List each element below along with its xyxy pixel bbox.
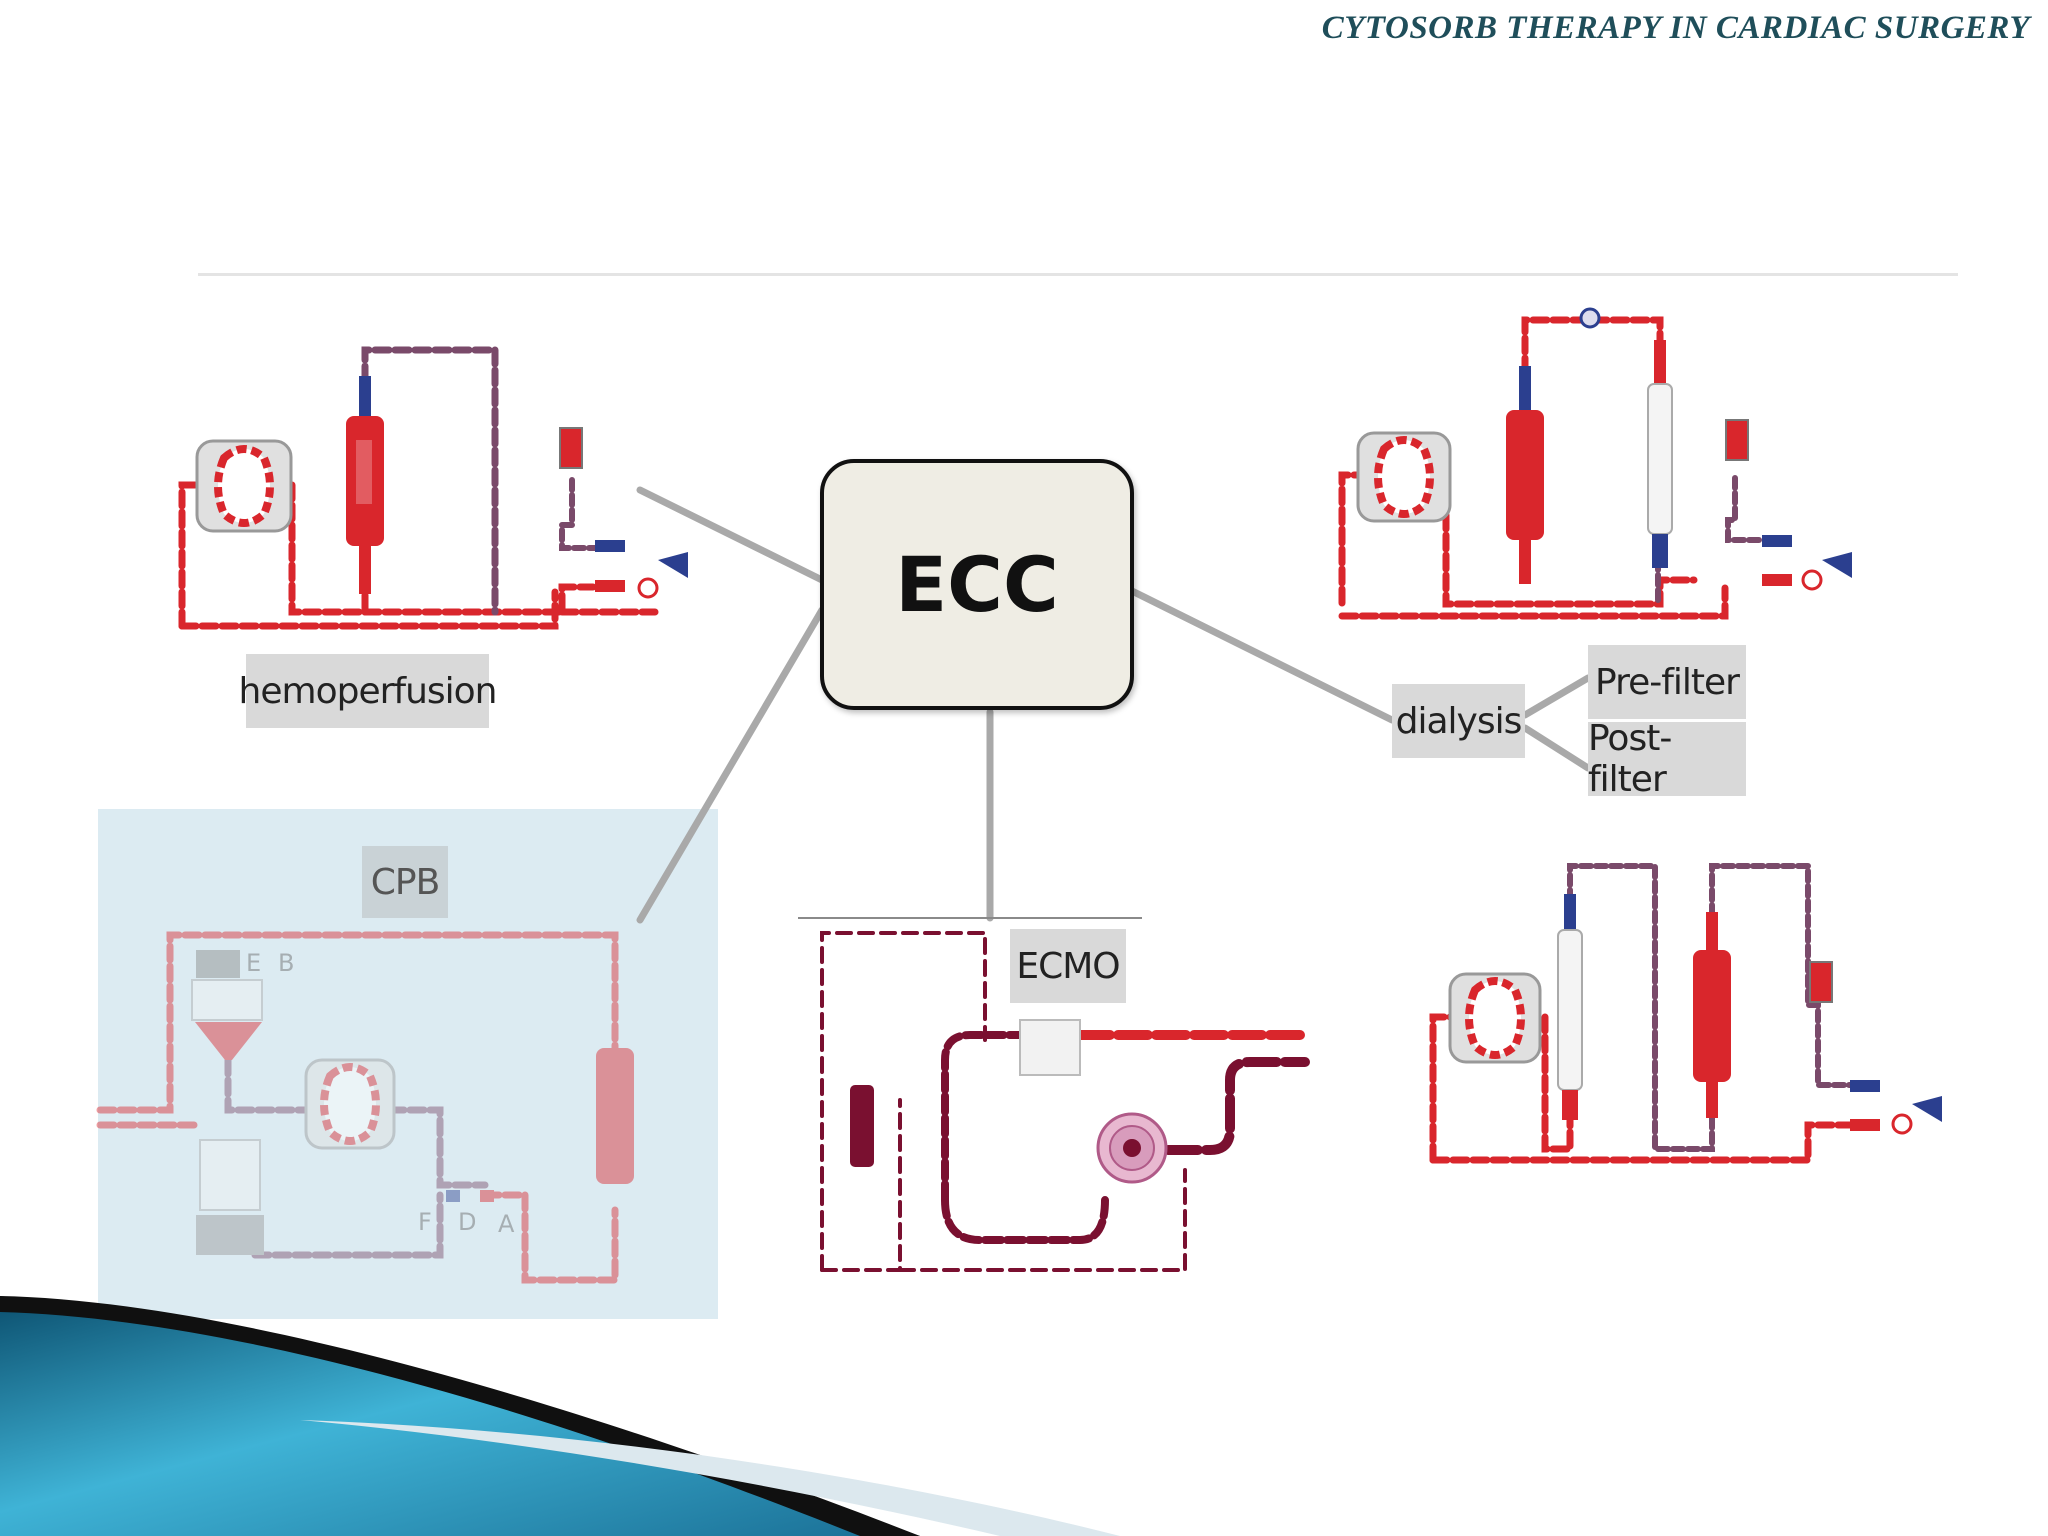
- centrifugal-pump-icon: [1096, 1112, 1168, 1184]
- oxygenator-icon: [1019, 1019, 1081, 1076]
- oxygenator-icon: [196, 1139, 264, 1255]
- connector-prefilter: [1521, 674, 1592, 719]
- blood-bag-icon: [1725, 419, 1749, 461]
- roller-pump-icon: [1356, 431, 1452, 523]
- hemofilter-icon: [1557, 894, 1583, 1120]
- ecmo-label: ECMO: [1010, 929, 1126, 1003]
- patient-connector-icon: [1850, 1080, 1942, 1135]
- pre-filter-label: Pre-filter: [1588, 645, 1746, 719]
- roller-pump-icon: [195, 439, 293, 533]
- reservoir-icon: [191, 950, 263, 1060]
- blood-bag-icon: [1809, 961, 1833, 1003]
- cpb-marker-e: E: [246, 949, 261, 977]
- patient-connector-icon: [446, 1190, 494, 1202]
- cpb-label: CPB: [362, 846, 448, 918]
- cytosorb-adsorber-icon: [850, 1085, 874, 1167]
- cpb-marker-b: B: [278, 949, 294, 977]
- connector-hemoperfusion: [636, 486, 826, 584]
- connector-cpb: [636, 606, 826, 924]
- cytosorb-adsorber-icon: [1506, 366, 1544, 584]
- cpb-marker-a: A: [498, 1210, 515, 1238]
- cytosorb-adsorber-icon: [1693, 912, 1731, 1118]
- cpb-marker-f: F: [418, 1208, 432, 1236]
- ecc-center-box: ECC: [820, 459, 1134, 710]
- dialysis-label: dialysis: [1392, 684, 1525, 758]
- slide-title: CYTOSORB THERAPY IN CARDIAC SURGERY: [1321, 10, 2030, 46]
- header-divider: [198, 273, 1958, 276]
- connector-postfilter: [1521, 724, 1592, 772]
- blood-bag-icon: [559, 427, 583, 469]
- cytosorb-adsorber-icon: [596, 1048, 634, 1184]
- cytosorb-adsorber-icon: [346, 376, 384, 594]
- post-filter-label: Post-filter: [1588, 718, 1746, 800]
- hemoperfusion-label: hemoperfusion: [239, 654, 497, 728]
- roller-pump-icon: [1448, 972, 1542, 1064]
- roller-pump-icon: [304, 1058, 396, 1150]
- patient-connector-icon: [595, 540, 688, 599]
- hemofilter-icon: [1579, 307, 1673, 568]
- connector-dialysis: [1126, 586, 1396, 724]
- patient-connector-icon: [1762, 535, 1852, 591]
- cpb-marker-d: D: [458, 1208, 476, 1236]
